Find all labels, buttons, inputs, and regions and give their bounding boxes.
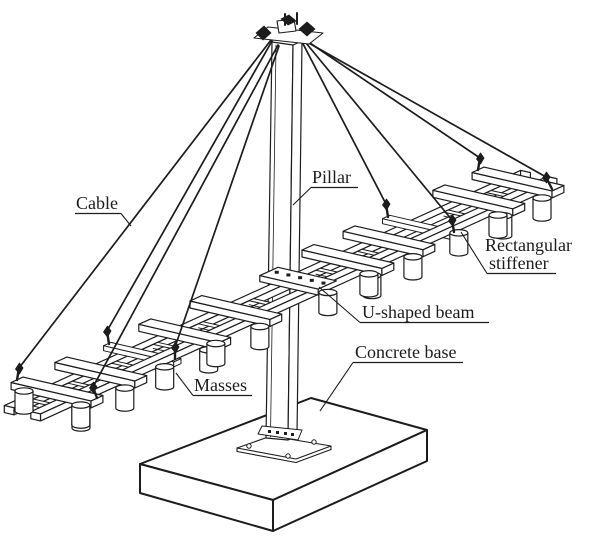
cables — [18, 36, 547, 388]
rectangular-stiffener — [342, 225, 436, 251]
mass-cylinder — [71, 405, 91, 429]
foot-bolt-hole — [276, 431, 279, 434]
rectangular-stiffener — [54, 356, 148, 382]
cable-line — [306, 41, 547, 178]
plate-bolt-hole — [286, 273, 291, 277]
foot-bolt-hole — [284, 432, 287, 435]
saddle-clamp — [280, 14, 297, 26]
label-masses-leader — [175, 372, 194, 396]
deck-pillar-connection-plate — [259, 266, 337, 290]
mass-cylinder — [250, 326, 270, 351]
u-shaped-beam-deck — [3, 166, 565, 432]
mass-cylinder — [403, 256, 423, 281]
label-cable: Cable — [76, 193, 118, 213]
rectangular-stiffener — [10, 376, 104, 402]
mass-cylinder-top — [403, 252, 423, 261]
pillar-foot-flange — [257, 425, 303, 441]
saddle-clamp — [255, 25, 272, 41]
cable-anchor — [542, 171, 551, 184]
cable-anchor — [448, 214, 457, 227]
concrete-base-right-face — [272, 429, 428, 532]
label-concrete-base: Concrete base — [355, 342, 456, 362]
pillar — [257, 40, 303, 441]
labels: Cable Pillar Rectangular stiffener U-sha… — [75, 167, 572, 412]
label-pillar: Pillar — [312, 167, 351, 187]
label-rectangular-stiffener-line2: stiffener — [489, 253, 549, 273]
foot-bolt-hole — [268, 430, 271, 433]
cable-line — [300, 36, 481, 159]
cable-anchors — [15, 152, 554, 400]
mass-cylinder-top — [71, 401, 91, 409]
mass-cylinder — [488, 215, 508, 239]
cable-anchor — [15, 362, 24, 375]
mass-cylinder — [532, 198, 552, 222]
mass-cylinder-top — [359, 269, 379, 278]
mass-cylinder-top — [250, 322, 270, 331]
cable-line — [299, 37, 387, 205]
cable-line — [18, 39, 272, 369]
saddle-clamp — [298, 21, 316, 37]
base-plate-bolt — [246, 443, 252, 449]
rectangular-stiffener — [471, 166, 565, 192]
mass-cylinder-top — [115, 384, 135, 392]
mass-cylinder — [115, 388, 135, 412]
mass-cylinder-top — [532, 194, 552, 202]
label-u-shaped-beam: U-shaped beam — [362, 302, 474, 322]
rectangular-stiffener — [189, 295, 283, 320]
label-u-beam-leader — [318, 286, 361, 323]
rectangular-stiffener — [138, 318, 232, 344]
label-pillar-leader — [292, 187, 312, 206]
cable-line — [174, 45, 280, 348]
mass-cylinder — [206, 343, 226, 368]
plate-bolt-hole — [274, 270, 279, 274]
plate-bolt-hole — [298, 276, 303, 280]
cable-anchor — [89, 381, 98, 394]
label-base-leader — [319, 362, 354, 412]
rectangular-stiffener — [301, 244, 395, 269]
foot-bolt-hole — [291, 433, 294, 436]
cable-line — [106, 40, 273, 332]
mass-cylinder — [14, 391, 34, 415]
pillar-top-saddle — [253, 12, 324, 45]
mass-cylinder — [449, 232, 469, 257]
mass-cylinder — [155, 366, 175, 391]
cable-line — [305, 42, 453, 221]
cable-anchor — [103, 325, 112, 338]
base-plate-bolt — [285, 453, 291, 459]
label-stiffener-leader — [460, 231, 488, 274]
mass-cylinder-top — [155, 363, 175, 371]
cable-anchor — [476, 152, 485, 165]
cable-line — [92, 44, 279, 388]
mass-cylinder-top — [206, 339, 226, 348]
cable-anchor — [171, 341, 180, 354]
concrete-base — [139, 397, 428, 532]
label-cable-leader — [120, 213, 132, 227]
mass-cylinder-top — [14, 387, 34, 395]
mass-cylinder — [359, 273, 379, 298]
plate-bolt-hole — [321, 281, 326, 285]
mass-cylinder-top — [449, 229, 469, 237]
plate-bolt-hole — [309, 278, 314, 282]
label-masses: Masses — [194, 375, 247, 395]
rectangular-stiffener — [432, 184, 526, 210]
base-plate-bolt — [311, 439, 317, 445]
mass-cylinder-top — [488, 211, 508, 219]
label-rectangular-stiffener-line1: Rectangular — [485, 235, 572, 255]
cable-anchor — [382, 198, 391, 211]
